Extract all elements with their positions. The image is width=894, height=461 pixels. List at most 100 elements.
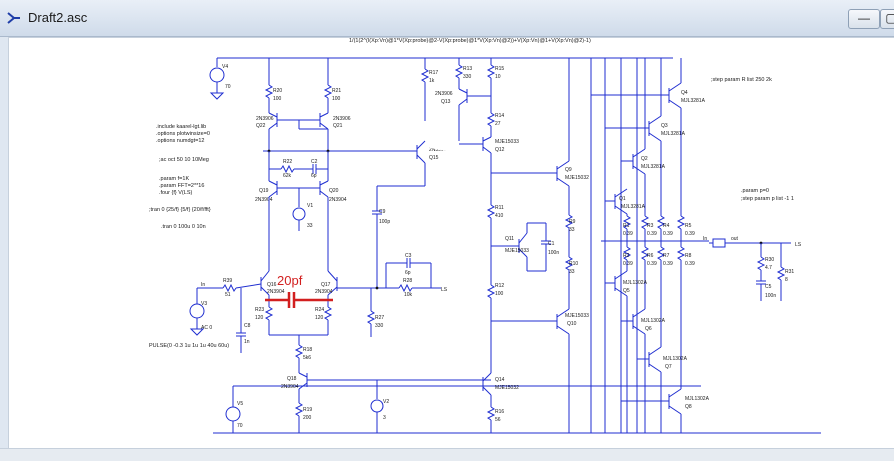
source-v3[interactable]: V3 AC 0 bbox=[189, 288, 212, 336]
transistor-q8[interactable]: MJL1302A Q8 bbox=[621, 381, 710, 433]
svg-text:.options numdgt=12: .options numdgt=12 bbox=[156, 138, 204, 144]
resistor-r8[interactable]: R8 0.39 bbox=[676, 246, 695, 381]
transistor-q19[interactable]: Q19 2N3904 bbox=[255, 180, 278, 203]
svg-text:200: 200 bbox=[303, 415, 312, 421]
resistor-r4[interactable]: R4 0.39 bbox=[656, 215, 673, 241]
svg-text:33: 33 bbox=[307, 223, 313, 229]
transistor-q9[interactable]: Q9 MJE15032 bbox=[556, 58, 589, 215]
svg-text:Q7: Q7 bbox=[665, 364, 672, 370]
svg-text:R39: R39 bbox=[223, 278, 232, 284]
resistor-r1[interactable]: R1 0.39 bbox=[622, 215, 633, 241]
resistor-r22[interactable]: R22 62k bbox=[269, 159, 306, 179]
svg-text:MJL3281A: MJL3281A bbox=[641, 164, 666, 170]
svg-text:R18: R18 bbox=[303, 347, 312, 353]
ls-net-label: LS bbox=[441, 287, 448, 293]
resistor-r13[interactable]: R13 330 bbox=[454, 58, 472, 89]
resistor-r27[interactable]: R27 330 bbox=[366, 288, 384, 337]
svg-text:;tran 0 {25/f} {5/f} {20/f/fft: ;tran 0 {25/f} {5/f} {20/f/fft} bbox=[149, 207, 211, 213]
capacitor-c5[interactable]: C5 100n bbox=[756, 280, 776, 301]
transistor-q22[interactable]: 2N3906 Q22 bbox=[256, 112, 278, 151]
transistor-q14[interactable]: Q14 MJE15032 bbox=[482, 372, 519, 396]
svg-text:2N3904: 2N3904 bbox=[255, 197, 273, 203]
probe-element[interactable]: In out LS bbox=[703, 236, 802, 248]
resistor-r9[interactable]: R9 33 bbox=[564, 214, 576, 257]
transistor-q15[interactable]: 2N3906 Q15 bbox=[401, 140, 447, 186]
svg-text:120: 120 bbox=[255, 315, 264, 321]
transistor-q10[interactable]: MJE15033 Q10 bbox=[556, 308, 589, 433]
resistor-r28[interactable]: R28 10k bbox=[386, 278, 441, 298]
resistor-r7[interactable]: R7 0.39 bbox=[656, 246, 673, 341]
resistor-r20[interactable]: R20 100 bbox=[264, 58, 282, 113]
svg-text:Q13: Q13 bbox=[441, 99, 451, 105]
svg-text:Q15: Q15 bbox=[429, 155, 439, 161]
svg-text:MJL1302A: MJL1302A bbox=[685, 396, 710, 402]
source-v5[interactable]: V5 70 bbox=[225, 401, 243, 433]
resistor-r2[interactable]: R2 0.39 bbox=[622, 246, 633, 271]
transistor-q12[interactable]: MJE15033 Q12 bbox=[459, 136, 519, 201]
transistor-q5[interactable]: MJL1302A Q5 bbox=[605, 270, 648, 433]
resistor-r3[interactable]: R3 0.39 bbox=[640, 215, 657, 241]
capacitor-c2[interactable]: C2 6p bbox=[306, 159, 328, 179]
resistor-r10[interactable]: R10 33 bbox=[564, 256, 578, 309]
step-rlist: ;step param R list 250 2k bbox=[711, 77, 772, 83]
transistor-q7[interactable]: MJL1302A Q7 bbox=[637, 341, 688, 433]
svg-text:R1: R1 bbox=[623, 223, 630, 229]
svg-text:330: 330 bbox=[375, 323, 384, 329]
spice-directives[interactable]: .include kaarel-lgt.lib .options plotwin… bbox=[149, 124, 211, 230]
resistor-r5[interactable]: R5 0.39 bbox=[676, 215, 695, 241]
svg-text:R16: R16 bbox=[495, 409, 504, 415]
capacitor-c9[interactable]: C9 100p bbox=[372, 185, 425, 288]
resistor-r16[interactable]: R16 56 bbox=[486, 395, 504, 433]
transistor-q17[interactable]: Q17 2N3904 bbox=[315, 270, 338, 296]
transistor-q18[interactable]: Q18 2N3904 bbox=[281, 372, 491, 390]
svg-text:V5: V5 bbox=[237, 401, 243, 407]
resistor-r19[interactable]: R19 200 bbox=[294, 389, 312, 433]
resistor-r17[interactable]: R17 1k bbox=[420, 58, 438, 121]
title-bar: Draft2.asc — ▢ bbox=[0, 0, 894, 37]
transistor-q11[interactable]: Q11 MJE15033 bbox=[491, 223, 529, 271]
transistor-q6[interactable]: MJL1302A Q6 bbox=[621, 301, 666, 433]
svg-text:MJL1302A: MJL1302A bbox=[641, 318, 666, 324]
schematic-canvas[interactable]: 1/(1(2^(I(Xp:Vn)@1*V(Xp:probe)@2-V(Xp:pr… bbox=[8, 37, 894, 449]
schematic[interactable]: 1/(1(2^(I(Xp:Vn)@1*V(Xp:probe)@2-V(Xp:pr… bbox=[9, 38, 894, 448]
transistor-q21[interactable]: 2N3906 Q21 bbox=[319, 112, 351, 151]
transistor-q13[interactable]: 2N3906 Q13 bbox=[435, 88, 491, 141]
resistor-r15[interactable]: R15 10 bbox=[486, 58, 504, 113]
source-v4[interactable]: V4 70 bbox=[209, 64, 231, 100]
resistor-r6[interactable]: R6 0.39 bbox=[640, 246, 657, 301]
minimize-button[interactable]: — bbox=[848, 9, 880, 29]
resistor-r11[interactable]: R11 410 bbox=[486, 201, 504, 281]
source-v1[interactable]: V1 33 bbox=[292, 203, 313, 231]
capacitor-c1[interactable]: C1 100n bbox=[527, 222, 559, 272]
restore-button[interactable]: ▢ bbox=[880, 9, 894, 29]
svg-text:0.39: 0.39 bbox=[685, 231, 695, 237]
v4-value: 70 bbox=[225, 84, 231, 90]
svg-text:6p: 6p bbox=[311, 173, 317, 179]
svg-text:Q19: Q19 bbox=[259, 188, 269, 194]
capacitor-c8[interactable]: C8 1n bbox=[236, 288, 251, 353]
svg-text:2N3906: 2N3906 bbox=[435, 91, 453, 97]
transistor-q20[interactable]: Q20 2N3904 bbox=[319, 180, 347, 203]
transistor-q3[interactable]: Q3 MJL3281A bbox=[605, 58, 686, 216]
capacitor-c3[interactable]: C3 6p bbox=[385, 253, 432, 288]
resistor-r12[interactable]: R12 100 bbox=[486, 281, 504, 373]
transistor-q1[interactable]: Q1 MJL3281A bbox=[605, 188, 646, 216]
source-v2[interactable]: V2 3 bbox=[370, 380, 389, 433]
transistor-q2[interactable]: Q2 MJL3281A bbox=[621, 58, 666, 216]
resistor-r31[interactable]: R31 8 bbox=[776, 243, 794, 301]
svg-text:410: 410 bbox=[495, 213, 504, 219]
resistor-r14[interactable]: R14 27 bbox=[486, 112, 504, 137]
svg-text:R7: R7 bbox=[663, 253, 670, 259]
svg-text:R22: R22 bbox=[283, 159, 292, 165]
input-node[interactable]: In R39 51 bbox=[197, 278, 262, 298]
window-title: Draft2.asc bbox=[28, 10, 88, 25]
svg-text:100n: 100n bbox=[765, 293, 776, 299]
svg-text:C8: C8 bbox=[244, 323, 251, 329]
svg-text:10k: 10k bbox=[404, 292, 413, 298]
resistor-r18[interactable]: R18 5k6 bbox=[294, 344, 312, 373]
resistor-r30[interactable]: R30 4.7 bbox=[756, 243, 774, 281]
resistor-r21[interactable]: R21 100 bbox=[323, 58, 341, 113]
horizontal-scrollbar[interactable] bbox=[0, 448, 894, 461]
svg-text:R8: R8 bbox=[685, 253, 692, 259]
transistor-q4[interactable]: Q4 MJL3281A bbox=[591, 58, 706, 216]
